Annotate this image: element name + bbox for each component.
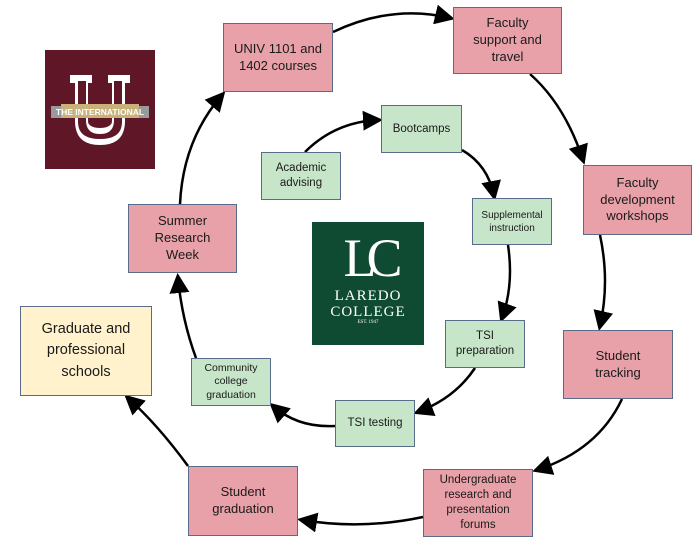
node-univ-courses: UNIV 1101 and 1402 courses	[223, 23, 333, 92]
node-summer-research: Summer Research Week	[128, 204, 237, 273]
laredo-college-logo: LC LAREDO COLLEGE EST. 1947	[312, 222, 424, 345]
node-academic-advising: Academic advising	[261, 152, 341, 200]
node-bootcamps: Bootcamps	[381, 105, 462, 153]
node-student-tracking: Student tracking	[563, 330, 673, 399]
arrow-faculty-dev-to-student-tracking	[593, 234, 614, 331]
arrow-advising-to-bootcamps	[304, 110, 383, 153]
node-graduate-schools: Graduate and professional schools	[20, 306, 152, 396]
arrow-summer-research-to-univ	[178, 91, 226, 205]
node-label: Faculty support and travel	[473, 15, 542, 64]
node-label: Bootcamps	[392, 122, 451, 135]
node-student-graduation: Student graduation	[188, 466, 298, 536]
node-tsi-preparation: TSI preparation	[445, 320, 525, 368]
node-label: UNIV 1101 and 1402 courses	[234, 40, 322, 73]
arrow-tsi-prep-to-tsi-testing	[413, 367, 477, 417]
tamiu-logo-text: THE INTERNATIONAL	[56, 107, 144, 117]
arrow-student-graduation-to-graduate-schools	[124, 394, 190, 467]
arrow-student-tracking-to-undergrad-research	[532, 398, 624, 475]
laredo-line2: COLLEGE	[330, 304, 406, 320]
node-label: Community college graduation	[204, 361, 258, 401]
laredo-line1: LAREDO	[334, 288, 402, 304]
tamiu-logo: THE INTERNATIONAL	[45, 50, 155, 169]
node-undergrad-research: Undergraduate research and presentation …	[423, 469, 533, 537]
arrow-bootcamps-to-supplemental	[461, 148, 501, 201]
arrow-tsi-testing-to-cc-graduation	[269, 402, 336, 428]
node-faculty-support: Faculty support and travel	[453, 7, 562, 74]
arrow-univ-to-faculty-support	[332, 4, 455, 34]
node-cc-graduation: Community college graduation	[191, 358, 271, 406]
node-label: Academic advising	[275, 162, 327, 189]
node-label: Faculty development workshops	[600, 174, 675, 224]
node-label: Supplemental instruction	[481, 209, 543, 234]
node-supplemental-instruction: Supplemental instruction	[472, 198, 552, 245]
arrow-cc-graduation-to-summer-research	[169, 273, 198, 359]
node-label: TSI preparation	[455, 330, 515, 357]
node-label: Student graduation	[212, 484, 274, 516]
node-tsi-testing: TSI testing	[335, 400, 415, 447]
node-faculty-development: Faculty development workshops	[583, 165, 692, 235]
laredo-monogram: LC	[343, 228, 402, 288]
node-label: Undergraduate research and presentation …	[439, 474, 517, 531]
node-label: TSI testing	[347, 417, 403, 430]
node-label: Summer Research Week	[154, 213, 211, 262]
arrow-faculty-support-to-faculty-dev	[529, 73, 588, 165]
arrow-supplemental-to-tsi-prep	[497, 244, 517, 323]
laredo-est: EST. 1947	[357, 320, 379, 325]
node-label: Graduate and professional schools	[41, 321, 131, 380]
arrow-undergrad-research-to-student-graduation	[297, 512, 424, 533]
node-label: Student tracking	[595, 347, 641, 380]
